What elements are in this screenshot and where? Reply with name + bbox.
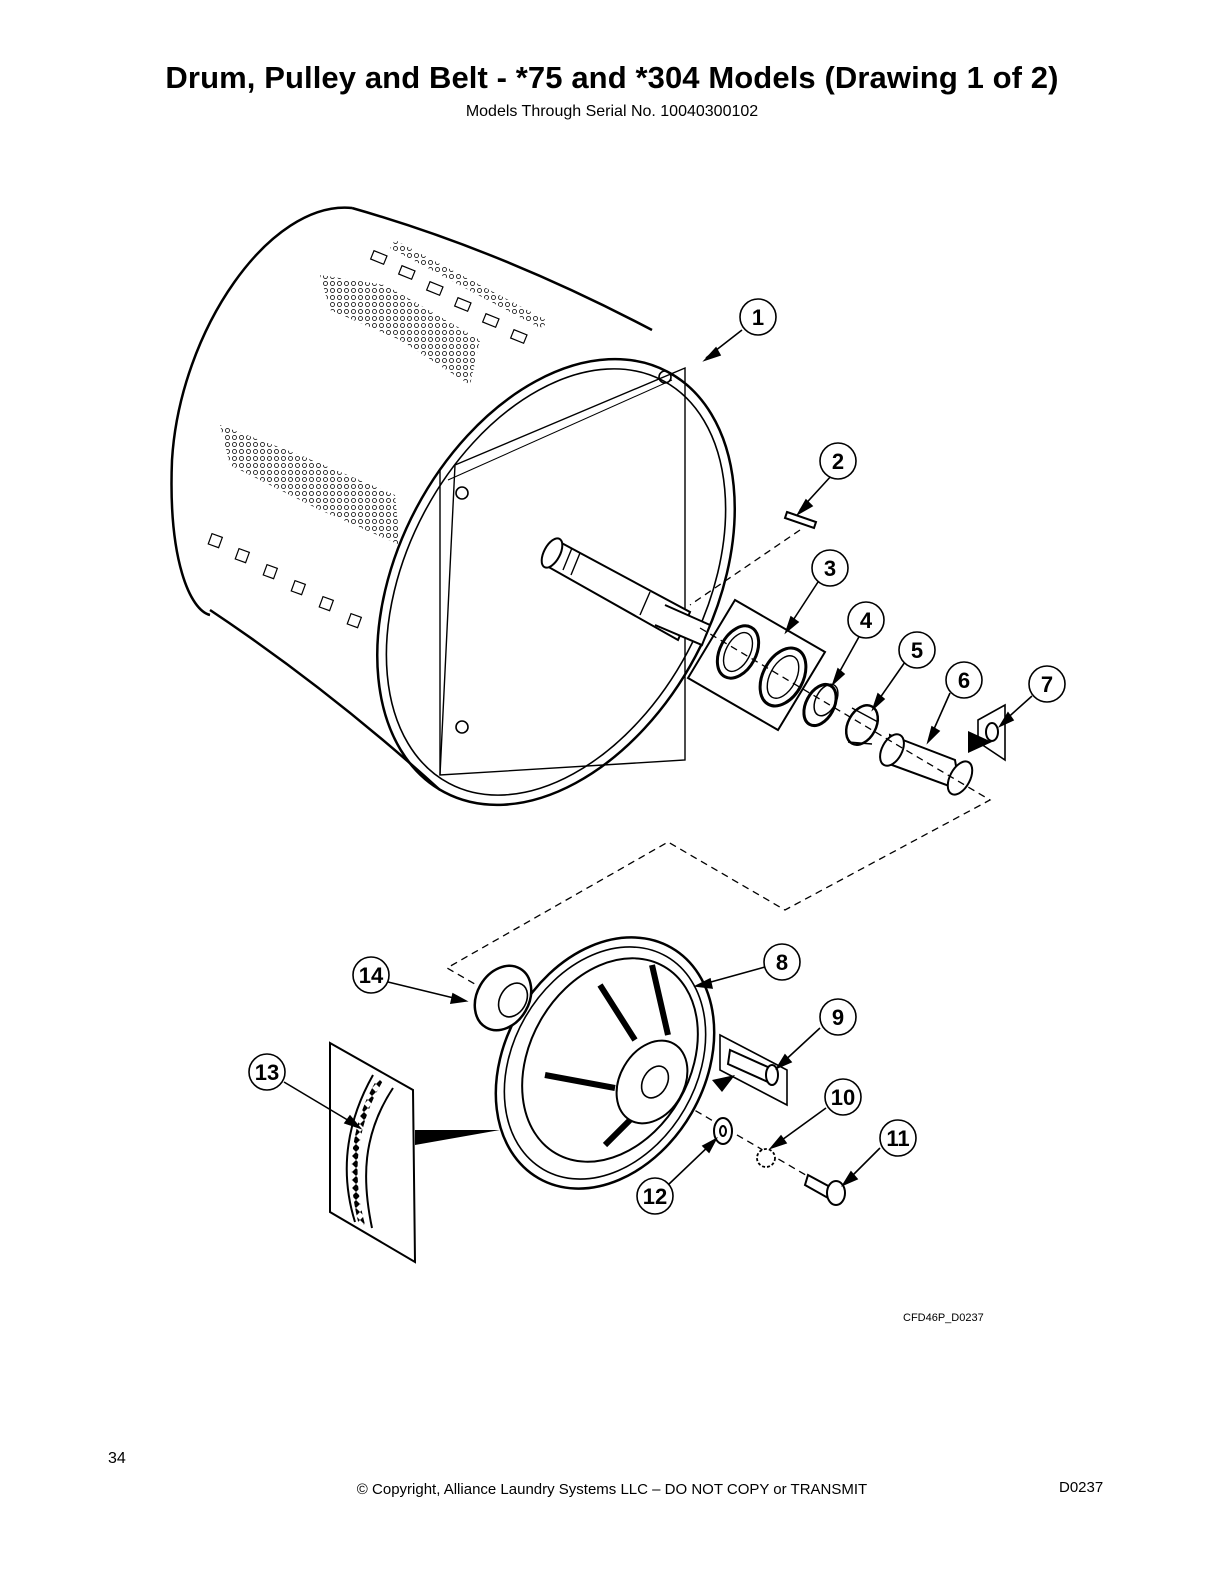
page-title: Drum, Pulley and Belt - *75 and *304 Mod…	[165, 60, 1059, 95]
copyright-notice: © Copyright, Alliance Laundry Systems LL…	[356, 1481, 868, 1498]
svg-text:11: 11	[886, 1126, 909, 1151]
callout-10	[824, 1078, 862, 1116]
callout-4	[847, 601, 885, 639]
svg-text:4: 4	[860, 608, 873, 633]
svg-text:2: 2	[832, 449, 844, 474]
shaft-assembly-parts	[686, 510, 1006, 796]
callout-13	[248, 1053, 286, 1091]
callout-8	[763, 943, 801, 981]
svg-text:13: 13	[255, 1060, 279, 1085]
hardware-parts	[712, 1033, 846, 1206]
callout-2	[819, 442, 857, 480]
callout-7	[1028, 665, 1066, 703]
svg-text:14: 14	[359, 963, 384, 988]
page-number: 34	[108, 1450, 126, 1467]
svg-text:7: 7	[1041, 672, 1053, 697]
drum	[170, 206, 736, 807]
callout-labels: 1 2 3 4 5 6 7 8 9 10 11 12 13 14	[255, 305, 1053, 1209]
callout-6	[945, 661, 983, 699]
svg-text:12: 12	[643, 1184, 667, 1209]
callout-12	[636, 1177, 674, 1215]
callouts	[248, 298, 1066, 1215]
callout-11	[879, 1119, 917, 1157]
callout-14	[352, 956, 390, 994]
belt-detail	[329, 1041, 500, 1264]
svg-text:5: 5	[911, 638, 923, 663]
svg-text:3: 3	[824, 556, 836, 581]
callout-3	[811, 549, 849, 587]
callout-9	[819, 998, 857, 1036]
callout-1	[739, 298, 777, 336]
svg-text:10: 10	[831, 1085, 855, 1110]
pulley	[473, 936, 716, 1190]
svg-text:8: 8	[776, 950, 788, 975]
page-subtitle: Models Through Serial No. 10040300102	[465, 103, 759, 120]
svg-text:6: 6	[958, 668, 970, 693]
callout-5	[898, 631, 936, 669]
svg-text:9: 9	[832, 1005, 844, 1030]
drawing-code: CFD46P_D0237	[903, 1312, 984, 1324]
svg-text:1: 1	[752, 305, 764, 330]
document-code: D0237	[1059, 1479, 1104, 1496]
